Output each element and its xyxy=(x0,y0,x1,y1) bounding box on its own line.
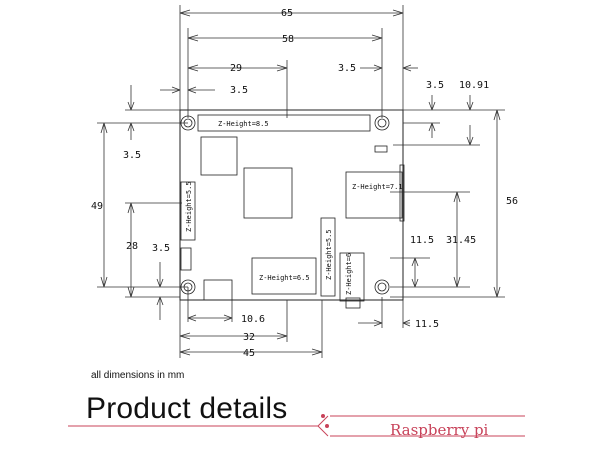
mounting-hole-bottom-right xyxy=(374,279,390,295)
footer-divider xyxy=(68,414,525,437)
dim-3-5-top-right: 3.5 xyxy=(338,63,356,74)
dim-29: 29 xyxy=(230,63,242,74)
mounting-hole-bottom-left xyxy=(180,279,196,295)
display-connector xyxy=(180,181,196,241)
micro-usb xyxy=(203,279,233,301)
mounting-hole-top-left xyxy=(180,115,196,131)
led-pad xyxy=(374,145,388,153)
zheight-usb: Z-Height=7.1 xyxy=(352,183,403,191)
dim-58: 58 xyxy=(282,34,294,45)
dim-32: 32 xyxy=(243,332,255,343)
dim-28: 28 xyxy=(126,241,138,252)
dim-10-6: 10.6 xyxy=(241,314,265,325)
dim-10-91: 10.91 xyxy=(459,80,489,91)
audio-jack xyxy=(339,252,365,302)
dim-11-5-upper: 11.5 xyxy=(410,235,434,246)
brand-label: Raspberry pi xyxy=(390,421,489,439)
dim-65: 65 xyxy=(281,8,293,19)
dim-56: 56 xyxy=(506,196,518,207)
small-chip xyxy=(200,136,238,176)
dim-3-5-bottom: 3.5 xyxy=(152,243,170,254)
zheight-camera: Z-Height=5.5 xyxy=(325,229,333,280)
board-outline xyxy=(179,109,404,301)
hdmi-port xyxy=(251,257,317,295)
soc-chip xyxy=(243,167,293,219)
gpio-header xyxy=(197,114,371,132)
zheight-hdmi: Z-Height=6.5 xyxy=(259,274,310,282)
dim-49: 49 xyxy=(91,201,103,212)
zheight-header: Z-Height=8.5 xyxy=(218,120,269,128)
dim-31-45: 31.45 xyxy=(446,235,476,246)
dim-3-5-top-left: 3.5 xyxy=(230,85,248,96)
zheight-left-connector: Z-Height=5.5 xyxy=(185,181,193,232)
mounting-hole-top-right xyxy=(374,115,390,131)
page-title: Product details xyxy=(86,392,288,425)
dim-11-5-bottom: 11.5 xyxy=(415,319,439,330)
usb-port xyxy=(345,171,403,219)
dim-45: 45 xyxy=(243,348,255,359)
dim-3-5-left: 3.5 xyxy=(123,150,141,161)
dim-3-5-right: 3.5 xyxy=(426,80,444,91)
zheight-audio: Z-Height=6 xyxy=(345,253,353,295)
units-note: all dimensions in mm xyxy=(91,370,185,381)
camera-connector xyxy=(320,217,336,297)
